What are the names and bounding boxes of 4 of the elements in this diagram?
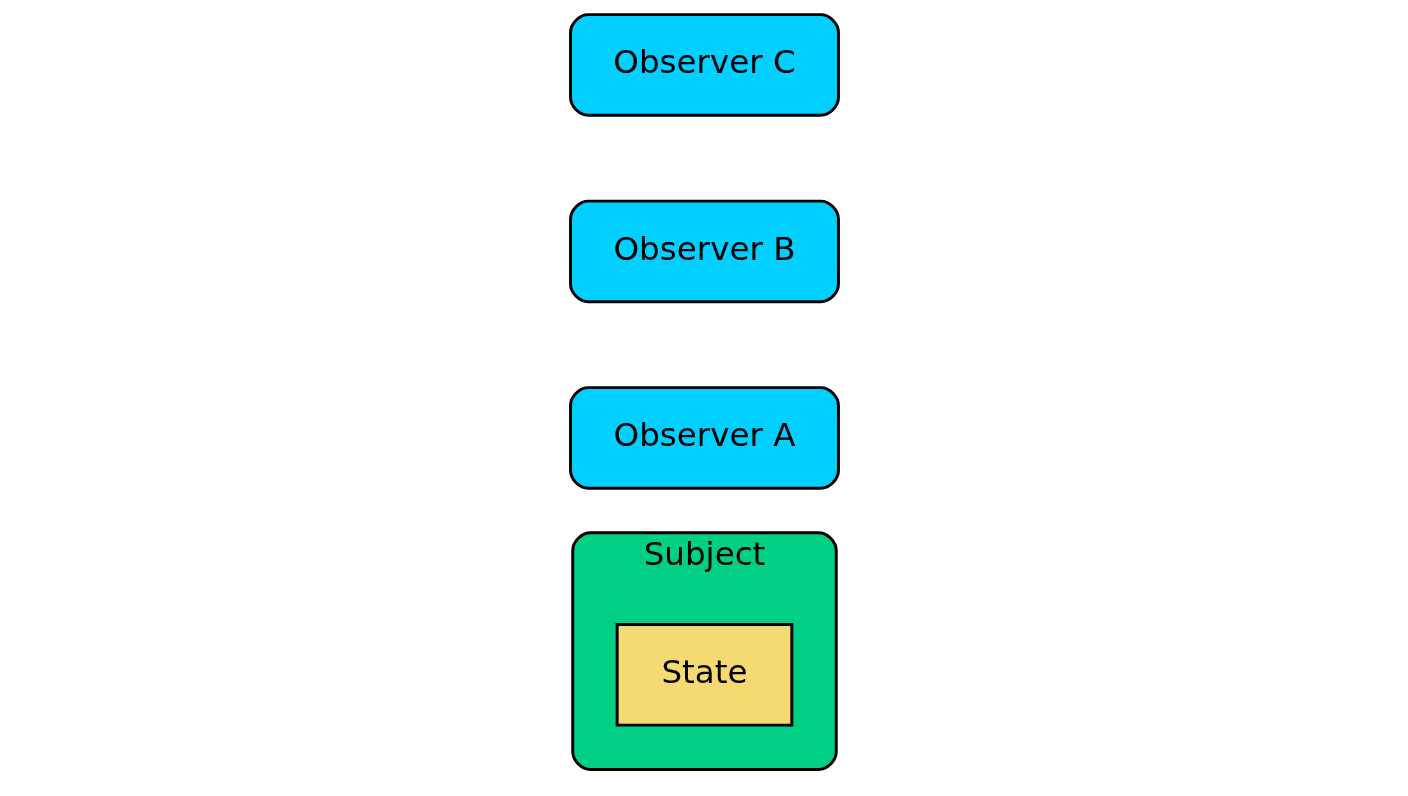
node-box: Observer B xyxy=(568,199,840,304)
node-box: Observer A xyxy=(568,386,840,490)
node-box: Observer C xyxy=(568,13,840,117)
node-box: State xyxy=(615,623,793,727)
